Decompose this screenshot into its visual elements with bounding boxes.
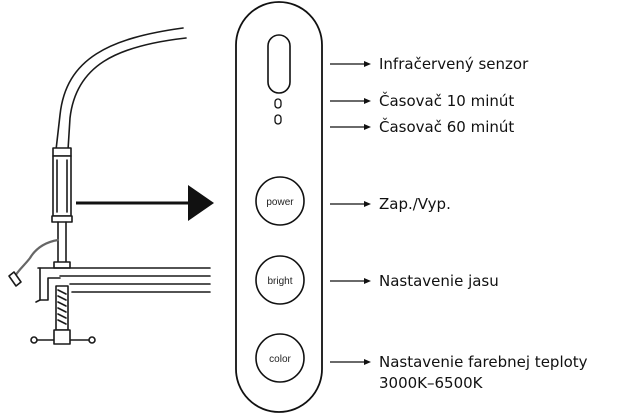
label-timer-10: Časovač 10 minút [379,92,515,110]
power-button[interactable]: power [255,176,305,226]
pointer-arrow [76,185,214,221]
timer-60-indicator [274,114,282,125]
label-timer-60: Časovač 60 minút [379,118,515,136]
ir-sensor-window [267,34,291,94]
label-color-temp-range: 3000K–6500K [379,374,483,392]
label-ir-sensor: Infračervený senzor [379,55,529,73]
color-button[interactable]: color [255,333,305,383]
bright-button[interactable]: bright [255,255,305,305]
control-panel: power bright color [235,1,323,413]
desk-lamp-illustration [8,27,211,345]
power-button-label: power [266,197,294,208]
color-button-label: color [269,354,291,365]
label-power: Zap./Vyp. [379,195,451,213]
timer-10-indicator [274,98,282,109]
bright-button-label: bright [267,276,292,287]
label-color-temp: Nastavenie farebnej teploty [379,353,588,371]
callout-arrows [330,61,371,365]
label-brightness: Nastavenie jasu [379,272,499,290]
